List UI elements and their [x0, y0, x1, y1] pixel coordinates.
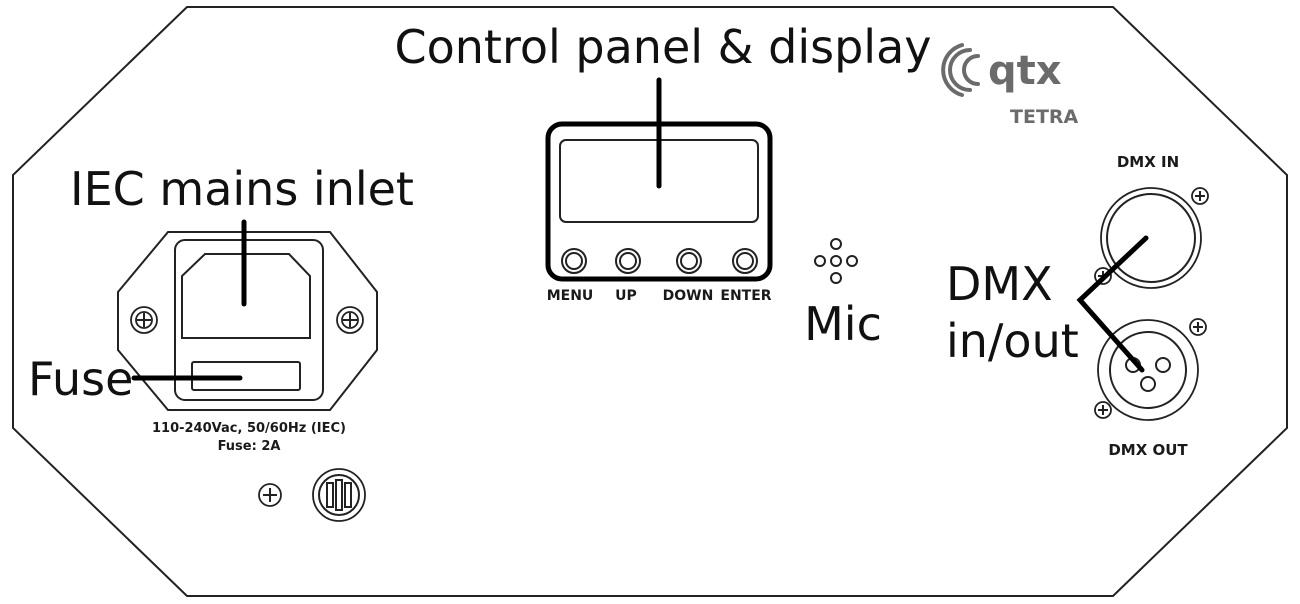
mic-callout: Mic	[804, 297, 882, 351]
down-button[interactable]	[676, 248, 702, 274]
iec-inlet	[117, 231, 378, 411]
control-panel-callout: Control panel & display	[395, 20, 932, 74]
fuse-callout: Fuse	[28, 352, 133, 406]
panel-housing-outline	[12, 6, 1288, 597]
up-button-label: UP	[615, 288, 637, 304]
dmx-out-screw-bottom-icon	[1094, 401, 1112, 419]
flange-screw-left-icon	[130, 306, 158, 334]
dmx-out-label: DMX OUT	[1108, 441, 1188, 459]
microphone-holes	[814, 238, 858, 284]
menu-button[interactable]	[561, 248, 587, 274]
iec-inlet-callout: IEC mains inlet	[70, 162, 414, 216]
cable-gland-icon	[312, 468, 366, 522]
power-spec-line1: 110-240Vac, 50/60Hz (IEC)	[152, 421, 346, 436]
enter-button-label: ENTER	[720, 288, 771, 304]
enter-button[interactable]	[732, 248, 758, 274]
dmx-in-screw-top-icon	[1191, 187, 1209, 205]
down-button-label: DOWN	[663, 288, 714, 304]
ground-screw-icon	[258, 483, 282, 507]
model-name: TETRA	[1010, 106, 1079, 128]
dmx-in-label: DMX IN	[1117, 153, 1179, 171]
dmx-callout-line2: in/out	[946, 314, 1079, 368]
flange-screw-right-icon	[336, 306, 364, 334]
sound-wave-icon	[941, 43, 980, 97]
power-spec-line2: Fuse: 2A	[218, 439, 281, 454]
logo-text: qtx	[988, 48, 1062, 94]
dmx-callout-line1: DMX	[946, 257, 1053, 311]
dmx-out-screw-top-icon	[1189, 318, 1207, 336]
qtx-logo: qtx TETRA	[941, 43, 1079, 128]
dmx-leader	[1076, 235, 1149, 373]
up-button[interactable]	[615, 248, 641, 274]
menu-button-label: MENU	[547, 288, 594, 304]
